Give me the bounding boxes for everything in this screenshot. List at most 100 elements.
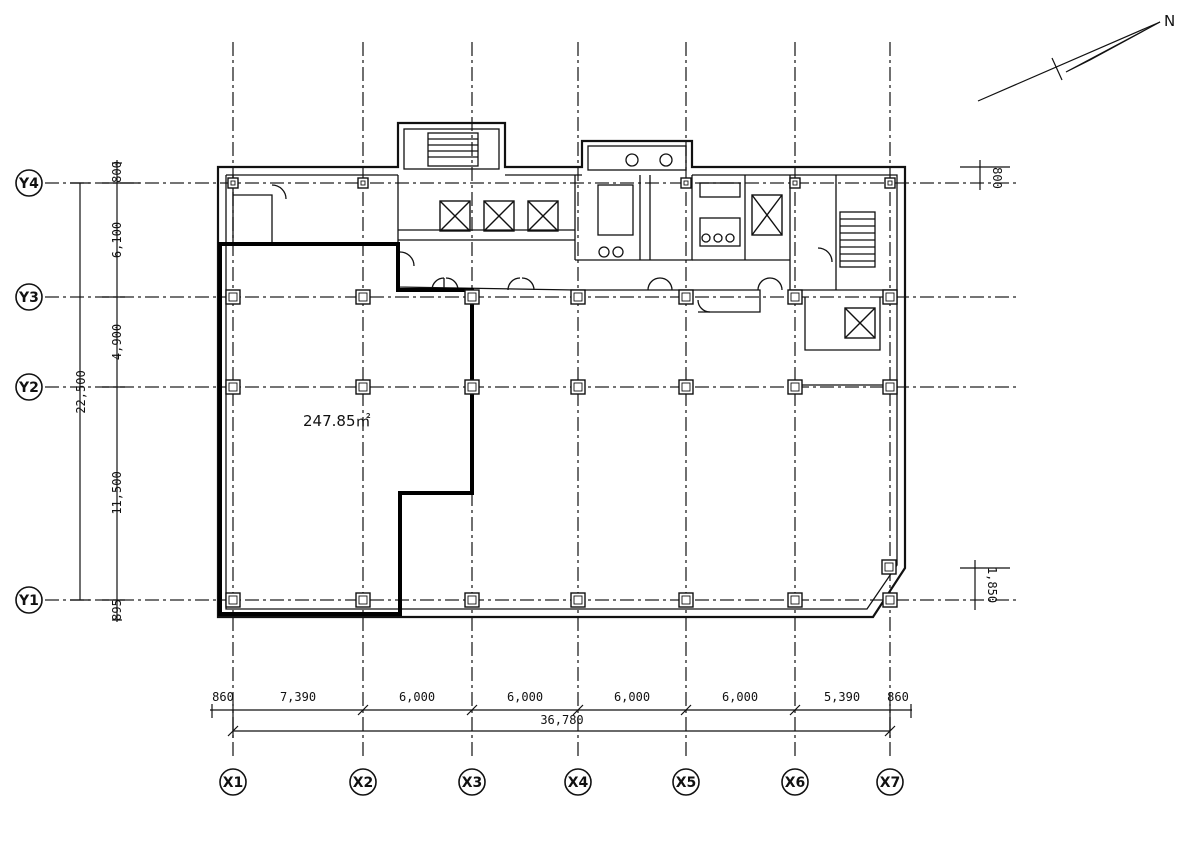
column: [882, 592, 898, 608]
column-5-3: [678, 289, 694, 305]
svg-text:Y4: Y4: [18, 176, 39, 192]
column-1-3: [225, 289, 241, 305]
column-core: [681, 292, 691, 302]
vertical-dimensions: 800 6,100 4,900 11,500 895 22,500: [70, 160, 140, 622]
column-core: [360, 180, 366, 186]
column-2-2: [355, 379, 371, 395]
column: [678, 289, 694, 305]
column-core: [573, 595, 583, 605]
grid-bubble-y3: Y3: [15, 283, 43, 311]
column-core: [790, 382, 800, 392]
column-6-3: [787, 289, 803, 305]
svg-text:Y3: Y3: [18, 290, 39, 306]
column-4-2: [570, 379, 586, 395]
column: [464, 289, 480, 305]
column-7-1: [882, 592, 898, 608]
column-3-2: [464, 379, 480, 395]
column-core: [358, 292, 368, 302]
column-core: [884, 562, 894, 572]
column-core: [573, 292, 583, 302]
column-2-1: [355, 592, 371, 608]
column-core: [683, 180, 689, 186]
grid-bubble-x7: X7: [876, 768, 904, 796]
dim-x-span-7: 5,390: [824, 690, 860, 704]
column-core: [358, 595, 368, 605]
dim-y-span-3: 4,900: [110, 324, 124, 360]
column-corner: [881, 559, 897, 575]
grid-bubble-y1: Y1: [15, 586, 43, 614]
column-6-1: [787, 592, 803, 608]
dim-x-span-8: 860: [887, 690, 909, 704]
column-core: [573, 382, 583, 392]
column: [357, 177, 369, 189]
dim-y-span-1: 800: [110, 161, 124, 183]
horizontal-dimensions: 860 7,390 6,000 6,000 6,000 6,000 5,390 …: [210, 690, 912, 738]
tenant-space-outline: [218, 242, 474, 616]
column-1-4: [227, 177, 239, 189]
column: [225, 379, 241, 395]
column-core: [681, 382, 691, 392]
column-core: [230, 180, 236, 186]
grid-bubble-x6: X6: [781, 768, 809, 796]
north-arrow: N: [977, 12, 1175, 102]
dim-right-bottom: 1,850: [985, 567, 999, 603]
dim-y-span-4: 11,500: [110, 471, 124, 514]
dim-x-span-2: 7,390: [280, 690, 316, 704]
grid-bubble-x1: X1: [219, 768, 247, 796]
svg-text:X3: X3: [462, 775, 483, 791]
grid-bubble-y4: Y4: [15, 169, 43, 197]
grid-bubbles-y: Y4 Y3 Y2 Y1: [15, 169, 43, 614]
column-core: [467, 292, 477, 302]
column: [678, 592, 694, 608]
column-1-1: [225, 592, 241, 608]
column: [464, 379, 480, 395]
column-6-4: [789, 177, 801, 189]
building-outline: [216, 121, 907, 619]
dim-x-total: 36,780: [540, 713, 583, 727]
svg-text:X1: X1: [223, 775, 244, 791]
svg-text:X6: X6: [785, 775, 806, 791]
core-area: [232, 132, 897, 386]
column-5-2: [678, 379, 694, 395]
column: [355, 289, 371, 305]
grid-bubble-y2: Y2: [15, 373, 43, 401]
column-6-2: [787, 379, 803, 395]
tenant-area-label: 247.85㎡: [303, 412, 371, 430]
column: [787, 592, 803, 608]
dim-x-span-3: 6,000: [399, 690, 435, 704]
grid-bubbles-x: X1 X2 X3 X4 X5 X6 X7: [219, 768, 904, 796]
column-core: [792, 180, 798, 186]
column: [881, 559, 897, 575]
column: [680, 177, 692, 189]
column: [464, 592, 480, 608]
column: [355, 379, 371, 395]
column: [225, 592, 241, 608]
column-2-3: [355, 289, 371, 305]
svg-text:X5: X5: [676, 775, 697, 791]
column: [787, 289, 803, 305]
column-core: [885, 292, 895, 302]
column-core: [790, 595, 800, 605]
column-core: [467, 595, 477, 605]
grid-axis-lines: [45, 42, 1020, 760]
column: [882, 379, 898, 395]
column: [789, 177, 801, 189]
column-7-3: [882, 289, 898, 305]
column: [225, 289, 241, 305]
column-3-1: [464, 592, 480, 608]
column: [570, 379, 586, 395]
column-core: [885, 382, 895, 392]
column-7-2: [882, 379, 898, 395]
grid-bubble-x2: X2: [349, 768, 377, 796]
column-1-2: [225, 379, 241, 395]
dim-y-total: 22,500: [74, 370, 88, 413]
grid-bubble-x3: X3: [458, 768, 486, 796]
grid-bubble-x4: X4: [564, 768, 592, 796]
column-core: [885, 595, 895, 605]
column-2-4: [357, 177, 369, 189]
columns: [225, 177, 898, 608]
column-core: [887, 180, 893, 186]
dim-x-span-4: 6,000: [507, 690, 543, 704]
column-3-3: [464, 289, 480, 305]
